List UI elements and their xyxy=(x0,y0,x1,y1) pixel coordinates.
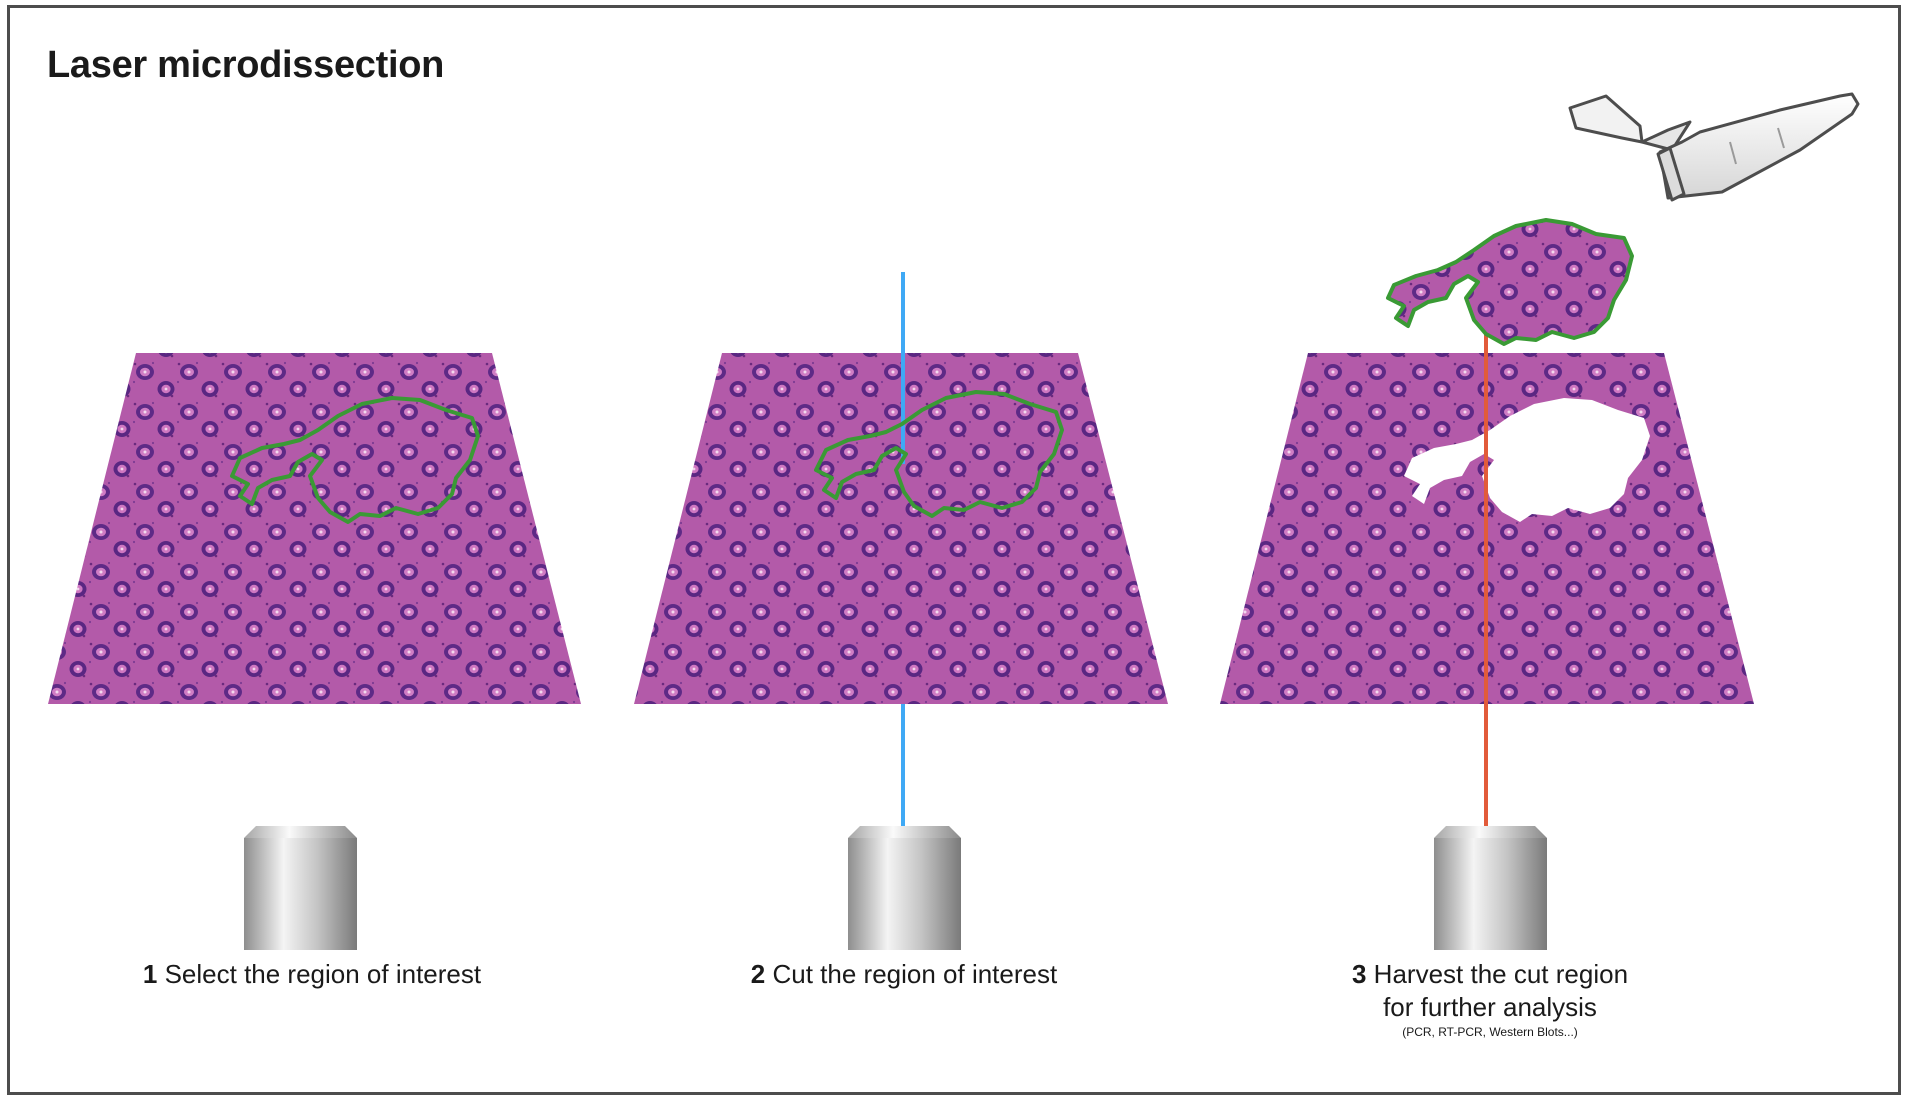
tissue-slide-cut xyxy=(634,353,1168,704)
objective-lens-icon xyxy=(848,826,961,950)
harvested-tissue-fragment xyxy=(1386,218,1634,346)
tissue-slide-select xyxy=(48,353,581,704)
step-2-number: 2 xyxy=(750,959,766,989)
laser-cut-path xyxy=(814,390,1064,518)
microcentrifuge-tube-icon xyxy=(1568,92,1860,202)
step-3-text-line2: for further analysis xyxy=(1383,992,1597,1022)
step-3-number: 3 xyxy=(1351,959,1367,989)
step-2-caption: 2 Cut the region of interest xyxy=(714,958,1094,991)
objective-lens-icon xyxy=(244,826,357,950)
step-1-caption: 1 Select the region of interest xyxy=(112,958,512,991)
figure-title: Laser microdissection xyxy=(47,44,445,86)
step-3-caption: 3 Harvest the cut region for further ana… xyxy=(1300,958,1680,1040)
step-1-number: 1 xyxy=(142,959,158,989)
region-of-interest-outline xyxy=(230,396,480,524)
step-2-text: Cut the region of interest xyxy=(772,959,1058,989)
excised-hole xyxy=(1404,398,1650,522)
objective-lens-icon xyxy=(1434,826,1547,950)
step-1-text: Select the region of interest xyxy=(164,959,482,989)
step-3-text: Harvest the cut region xyxy=(1373,959,1629,989)
step-3-note: (PCR, RT-PCR, Western Blots...) xyxy=(1402,1025,1578,1039)
